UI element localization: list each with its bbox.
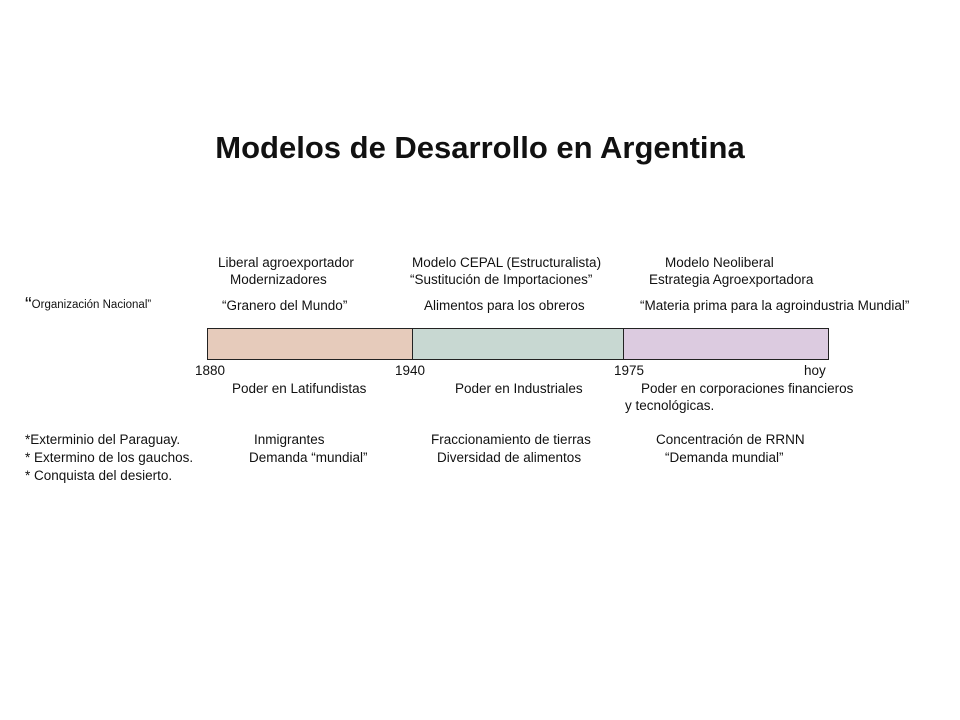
- model-2-fact-2: Diversidad de alimentos: [437, 450, 582, 465]
- model-3-name: Modelo Neoliberal: [665, 255, 774, 270]
- timeline-year-1880: 1880: [195, 363, 226, 378]
- model-2-slogan: Alimentos para los obreros: [424, 298, 585, 313]
- model-3-subtitle: Estrategia Agroexportadora: [649, 272, 814, 287]
- model-2-power: Poder en Industriales: [455, 381, 583, 396]
- model-2-fact-1: Fraccionamiento de tierras: [431, 432, 591, 447]
- opening-quote-mark: “: [25, 294, 32, 316]
- model-1-fact-1: Inmigrantes: [254, 432, 325, 447]
- prelude-slogan: “Organización Nacional”: [25, 294, 151, 317]
- model-1-subtitle: Modernizadores: [230, 272, 327, 287]
- model-2-name: Modelo CEPAL (Estructuralista): [412, 255, 602, 270]
- timeline-year-1975: 1975: [614, 363, 645, 378]
- model-3-fact-1: Concentración de RRNN: [656, 432, 805, 447]
- model-3-slogan: “Materia prima para la agroindustria Mun…: [640, 298, 910, 313]
- timeline-year-1940: 1940: [395, 363, 426, 378]
- model-1-name: Liberal agroexportador: [218, 255, 354, 270]
- timeline-segment-3: [623, 328, 829, 360]
- model-3-power: Poder en corporaciones financieros: [641, 381, 854, 396]
- model-1-fact-2: Demanda “mundial”: [249, 450, 368, 465]
- page-title: Modelos de Desarrollo en Argentina: [215, 130, 745, 165]
- model-1-power: Poder en Latifundistas: [232, 381, 367, 396]
- model-3-power-line2: y tecnológicas.: [625, 398, 715, 413]
- model-3-fact-2: “Demanda mundial”: [665, 450, 784, 465]
- timeline-year-hoy: hoy: [804, 363, 826, 378]
- timeline-segment-2: [412, 328, 624, 360]
- model-2-subtitle: “Sustitución de Importaciones”: [410, 272, 593, 287]
- model-1-slogan: “Granero del Mundo”: [222, 298, 348, 313]
- timeline-segment-1: [207, 328, 413, 360]
- prelude-fact-1: *Exterminio del Paraguay.: [25, 432, 181, 447]
- prelude-fact-3: * Conquista del desierto.: [25, 468, 173, 483]
- prelude-fact-2: * Extermino de los gauchos.: [25, 450, 194, 465]
- prelude-slogan-text: Organización Nacional”: [31, 299, 152, 311]
